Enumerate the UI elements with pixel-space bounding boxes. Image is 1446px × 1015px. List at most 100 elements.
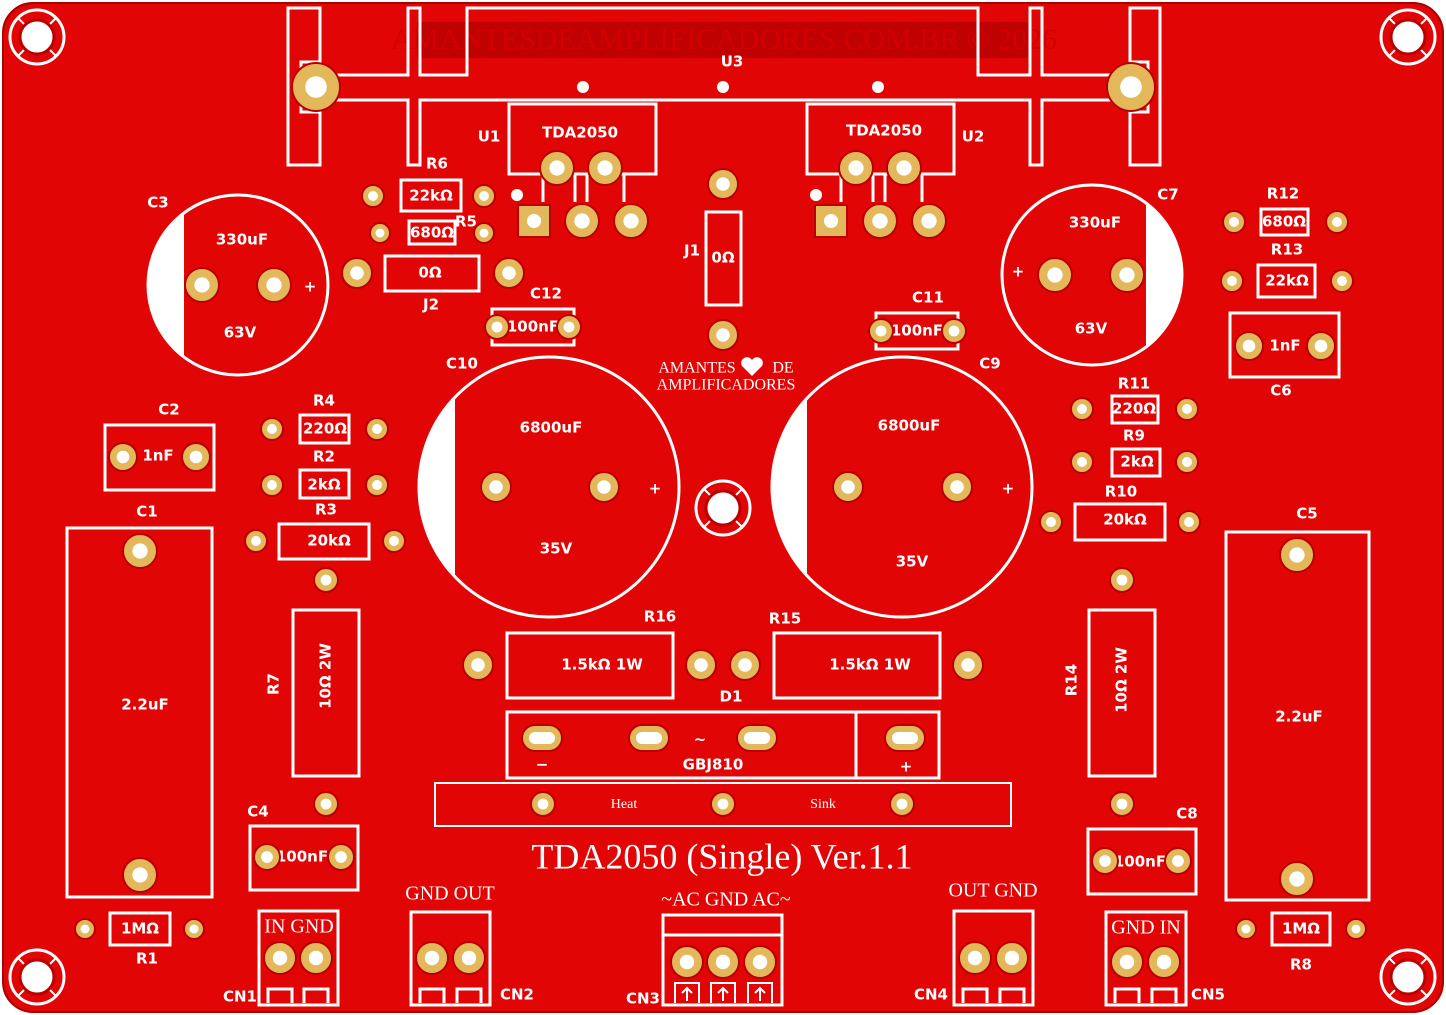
- label-r15: R15: [769, 610, 801, 628]
- brand-logo: AMANTES DE AMPLIFICADORES: [657, 357, 795, 394]
- c10-polarity-band: [418, 397, 455, 577]
- label-c6: C6: [1270, 382, 1291, 400]
- voltage-c9: 35V: [896, 553, 929, 571]
- drill-hole: [623, 213, 639, 229]
- drill-hole: [824, 214, 838, 228]
- drill-hole: [1047, 267, 1063, 283]
- drill-hole: [679, 954, 695, 970]
- label-c2: C2: [158, 401, 179, 419]
- drill-hole: [251, 536, 261, 546]
- c7-polarity-band: [1146, 203, 1182, 347]
- heatsink-label-left: Heat: [611, 797, 638, 812]
- drill-slot: [744, 732, 770, 744]
- drill-hole: [194, 277, 210, 293]
- plus-c10: +: [649, 480, 662, 498]
- drill-hole: [563, 321, 575, 333]
- label-u1: U1: [478, 128, 501, 146]
- drill-hole: [116, 450, 130, 464]
- connector-latch: [1150, 987, 1178, 1003]
- r3-body: [277, 522, 371, 561]
- r14-body: [1087, 608, 1157, 778]
- value-c8: 100nF: [1114, 853, 1166, 871]
- drill-hole: [189, 450, 203, 464]
- d1-minus: −: [536, 756, 549, 774]
- r10-body: [1073, 502, 1167, 542]
- via-hole: [872, 81, 884, 93]
- mounting-hole-ring: [8, 948, 66, 1006]
- drill-hole: [694, 658, 708, 672]
- drill-hole: [1077, 404, 1087, 414]
- label-r16: R16: [644, 608, 676, 626]
- drill-hole: [527, 214, 541, 228]
- value-r4: 220Ω: [303, 420, 347, 438]
- value-r14: 10Ω 2W: [1113, 647, 1131, 713]
- label-cn1: CN1: [223, 988, 257, 1006]
- mounting-hole: [18, 18, 56, 56]
- drill-hole: [896, 160, 912, 176]
- drill-hole: [1077, 457, 1087, 467]
- drill-hole: [502, 266, 516, 280]
- drill-hole: [272, 950, 288, 966]
- connector-latch: [302, 987, 330, 1003]
- heatsink-label-right: Sink: [810, 797, 836, 812]
- drill-hole: [479, 191, 489, 201]
- drill-hole: [717, 798, 729, 810]
- drill-hole: [189, 924, 199, 934]
- value-r16: 1.5kΩ 1W: [561, 656, 643, 674]
- value-r11: 220Ω: [1112, 400, 1156, 418]
- drill-hole: [80, 924, 90, 934]
- label-r12: R12: [1267, 185, 1299, 203]
- drill-hole: [1119, 954, 1135, 970]
- label-c7: C7: [1157, 186, 1178, 204]
- drill-hole: [872, 213, 888, 229]
- label-r10: R10: [1105, 483, 1137, 501]
- drill-hole: [1184, 517, 1194, 527]
- value-r13: 22kΩ: [1265, 272, 1309, 290]
- drill-hole: [1337, 276, 1347, 286]
- cn5-body: [1104, 910, 1188, 1007]
- r2-body: [298, 468, 351, 500]
- drill-hole: [896, 798, 908, 810]
- drill-hole: [491, 321, 503, 333]
- r15-body: [772, 631, 942, 700]
- value-c10: 6800uF: [520, 419, 583, 437]
- value-c4: 100nF: [276, 848, 328, 866]
- via-hole: [577, 81, 589, 93]
- r11-body: [1110, 394, 1160, 425]
- value-r3: 20kΩ: [307, 532, 351, 550]
- u-leads: [541, 174, 924, 202]
- drill-hole: [1099, 855, 1111, 867]
- mounting-hole: [1389, 958, 1427, 996]
- drill-hole: [489, 480, 503, 494]
- connector-latch: [455, 987, 483, 1003]
- r8-body: [1270, 911, 1332, 947]
- drill-hole: [716, 328, 730, 342]
- voltage-c7: 63V: [1075, 320, 1108, 338]
- c9-polarity-band: [770, 397, 807, 577]
- c1-body: [65, 526, 214, 899]
- label-c12: C12: [530, 285, 562, 303]
- label-r14: R14: [1063, 664, 1081, 696]
- plus-c7: +: [1012, 263, 1025, 281]
- label-r9: R9: [1123, 427, 1145, 445]
- connector-latch: [266, 987, 294, 1003]
- mounting-hole-ring: [1379, 8, 1437, 66]
- value-c9: 6800uF: [878, 417, 941, 435]
- label-r7: R7: [265, 673, 283, 695]
- connector-latch: [1113, 987, 1141, 1003]
- drill-hole: [1004, 950, 1020, 966]
- drill-hole: [597, 480, 611, 494]
- c2-body: [103, 423, 216, 492]
- drill-hole: [1156, 954, 1172, 970]
- value-r7: 10Ω 2W: [317, 643, 335, 709]
- drill-hole: [1172, 855, 1184, 867]
- heatsink-bar: [434, 782, 1012, 827]
- value-r15: 1.5kΩ 1W: [829, 656, 911, 674]
- c3-polarity-band: [148, 213, 184, 357]
- label-c4: C4: [247, 803, 268, 821]
- svg-text:AMANTES: AMANTES: [658, 360, 735, 377]
- value-r12: 680Ω: [1262, 213, 1306, 231]
- label-cn3: CN3: [626, 990, 660, 1008]
- value-c6: 1nF: [1269, 337, 1300, 355]
